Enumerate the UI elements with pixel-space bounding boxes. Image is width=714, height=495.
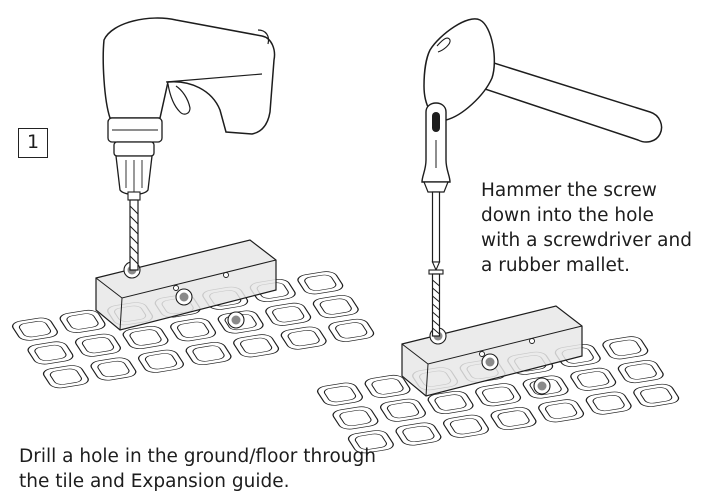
screw-icon — [428, 269, 444, 337]
guide-hole — [481, 353, 499, 371]
guide-hole — [533, 377, 551, 395]
drill-instruction-text: Drill a hole in the ground/floor through… — [19, 444, 479, 494]
rubber-mallet-icon — [423, 18, 663, 143]
tile — [614, 358, 667, 385]
tile — [277, 324, 330, 352]
tile — [440, 413, 492, 440]
caption-line: the tile and Expansion guide. — [19, 471, 290, 492]
tile — [314, 380, 366, 408]
tile — [119, 324, 172, 351]
floor-tile-grid-right — [314, 305, 683, 455]
tile — [135, 348, 187, 375]
tile — [392, 420, 445, 448]
tile — [230, 332, 282, 360]
caption-line: a rubber mallet. — [481, 255, 631, 276]
tile — [472, 381, 524, 409]
drill-icon — [102, 17, 276, 201]
tile — [567, 366, 620, 393]
tile — [167, 316, 219, 344]
tile — [377, 396, 429, 424]
expansion-guide — [95, 239, 277, 331]
tile — [40, 363, 92, 390]
drill-bit-icon — [129, 199, 139, 271]
tile — [72, 331, 124, 359]
caption-line: Drill a hole in the ground/floor through — [19, 446, 376, 467]
tile — [487, 405, 540, 432]
caption-line: with a screwdriver and — [481, 230, 692, 251]
tile — [182, 340, 235, 367]
tile — [24, 339, 77, 367]
floor-tile-grid-left — [9, 239, 378, 390]
step-number-badge: 1 — [18, 128, 48, 158]
tile — [309, 293, 362, 320]
caption-line: down into the hole — [481, 205, 654, 226]
guide-hole — [175, 288, 193, 306]
tile — [325, 317, 378, 344]
tile — [599, 334, 652, 362]
tile — [262, 301, 315, 328]
tile — [582, 389, 635, 417]
tile — [9, 315, 61, 343]
tile — [535, 397, 587, 425]
screwdriver-icon — [421, 102, 451, 272]
hammer-instruction-text: Hammer the screw down into the hole with… — [481, 178, 713, 278]
guide-hole — [227, 311, 245, 329]
tile — [87, 355, 140, 383]
tile — [329, 404, 382, 432]
caption-line: Hammer the screw — [481, 180, 657, 201]
tile — [630, 382, 683, 409]
tile — [294, 269, 347, 297]
expansion-guide — [401, 305, 583, 397]
